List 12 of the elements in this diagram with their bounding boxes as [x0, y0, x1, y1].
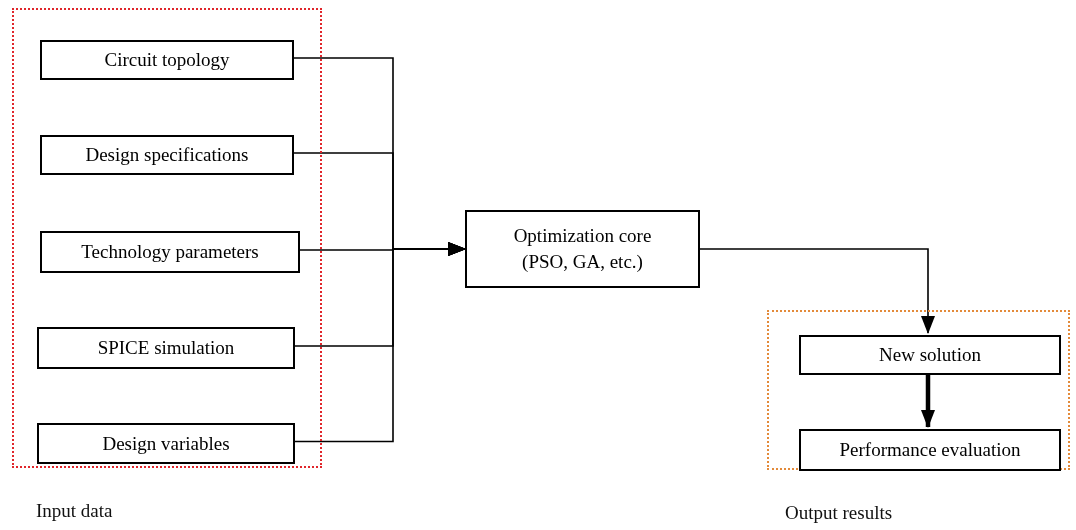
process-box: Circuit topology [40, 40, 294, 80]
process-box: Design variables [37, 423, 295, 464]
group-label: Output results [785, 502, 893, 524]
process-box: Performance evaluation [799, 429, 1061, 471]
process-box: New solution [799, 335, 1061, 375]
process-box: Technology parameters [40, 231, 300, 273]
process-box: SPICE simulation [37, 327, 295, 369]
process-box: Design specifications [40, 135, 294, 175]
process-box: Optimization core (PSO, GA, etc.) [465, 210, 700, 288]
arrow [921, 373, 935, 428]
group-label: Input data [36, 500, 113, 522]
arrow [699, 248, 935, 334]
